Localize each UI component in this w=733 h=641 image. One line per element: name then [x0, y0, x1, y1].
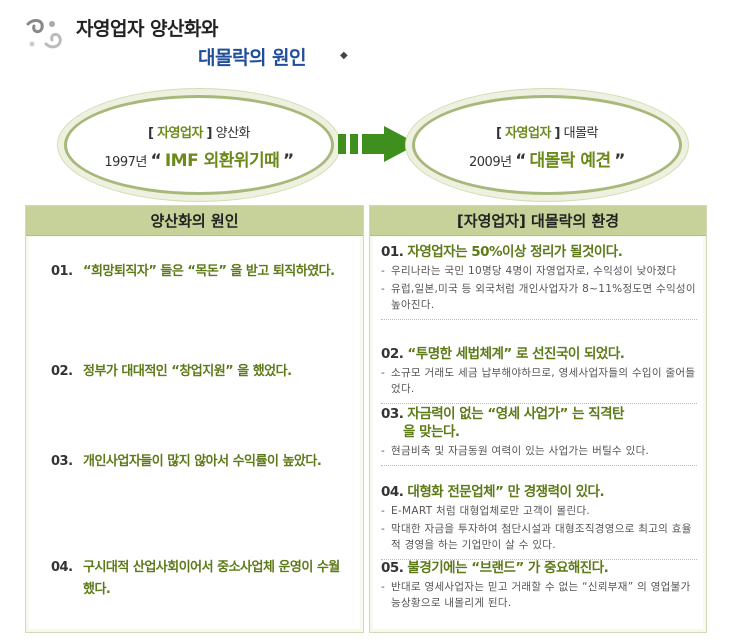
cause-item: 02. 정부가 대대적인 “창업지원” 을 했었다. — [51, 364, 292, 379]
environment-item: 01.자영업자는 50%이상 정리가 될것이다. 우리나라는 국민 10명당 4… — [381, 243, 697, 320]
environment-header: [자영업자] 대몰락의 환경 — [370, 206, 706, 236]
ellipse-2009-year: 2009년 — [469, 155, 512, 170]
environment-panel: [자영업자] 대몰락의 환경 01.자영업자는 50%이상 정리가 될것이다. … — [369, 205, 707, 633]
ellipse-2009-keyword: 자영업자 — [505, 126, 551, 141]
environment-item: 04.대형화 전문업체” 만 경쟁력이 있다. E-MART 처럼 대형업체로만… — [381, 483, 697, 560]
ellipse-1997: [ 자영업자 ] 양산화 1997년 “ IMF 외환위기때 ” — [64, 95, 334, 195]
divider — [381, 559, 697, 560]
page-title: 자영업자 양산화와 — [76, 18, 218, 40]
environment-list: 01.자영업자는 50%이상 정리가 될것이다. 우리나라는 국민 10명당 4… — [373, 237, 703, 629]
cause-item: 03. 개인사업자들이 많지 않아서 수익률이 높았다. — [51, 454, 322, 469]
ellipse-1997-event: 1997년 “ IMF 외환위기때 ” — [104, 151, 294, 171]
environment-item: 02.“투명한 세법체계” 로 선진국이 되었다. 소규모 거래도 세금 납부해… — [381, 345, 697, 404]
sparkle-icon: ◆ — [340, 50, 348, 61]
right-arrow-icon — [338, 126, 418, 162]
divider — [381, 319, 697, 320]
ellipse-1997-keyword: 자영업자 — [157, 126, 203, 141]
divider — [381, 465, 697, 466]
cause-item: 01. “희망퇴직자” 들은 “목돈” 을 받고 퇴직하였다. — [51, 264, 335, 279]
ellipse-1997-year: 1997년 — [104, 155, 147, 170]
causes-panel: 양산화의 원인 01. “희망퇴직자” 들은 “목돈” 을 받고 퇴직하였다. … — [25, 205, 364, 633]
ellipse-2009-label: [ 자영업자 ] 대몰락 — [495, 126, 599, 141]
causes-header: 양산화의 원인 — [26, 206, 363, 236]
cause-item: 04. 구시대적 산업사회이어서 중소사업체 운영이 수월 했다. — [51, 560, 340, 597]
ellipse-2009: [ 자영업자 ] 대몰락 2009년 “ 대몰락 예견 ” — [412, 95, 682, 195]
ellipse-2009-event: 2009년 “ 대몰락 예견 ” — [469, 151, 625, 171]
page-subtitle: 대몰락의 원인 — [198, 47, 307, 69]
logo-swirl-icon — [26, 19, 62, 49]
environment-item: 03.자금력이 없는 “영세 사업가” 는 직격탄 을 맞는다. 현금비축 및 … — [381, 405, 697, 466]
causes-list: 01. “희망퇴직자” 들은 “목돈” 을 받고 퇴직하였다. 02. 정부가 … — [29, 237, 360, 629]
environment-item: 05.불경기에는 “브랜드” 가 중요해진다. 반대로 영세사업자는 믿고 거래… — [381, 559, 697, 611]
divider — [381, 403, 697, 404]
ellipse-1997-label: [ 자영업자 ] 양산화 — [147, 126, 251, 141]
